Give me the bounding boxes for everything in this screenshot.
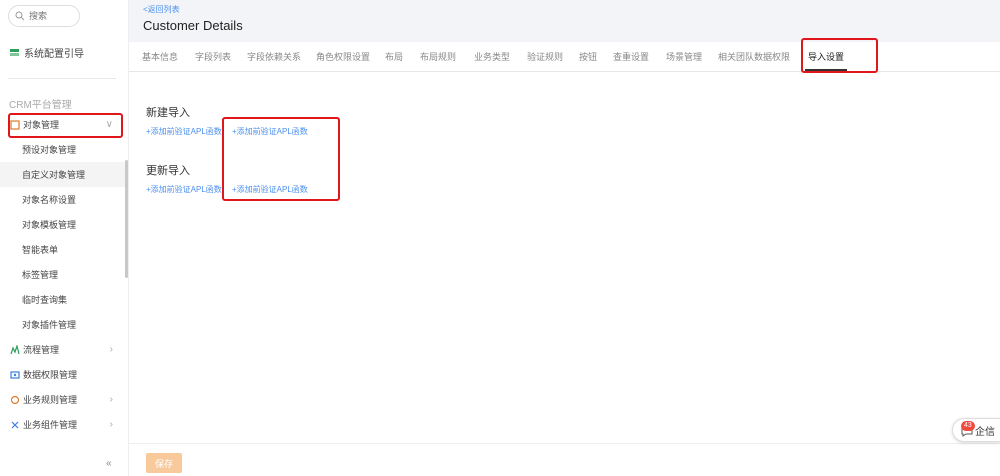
sidebar: 系统配置引导 CRM平台管理 对象管理 ∨ 预设对象管理 自定义对象管理 对象名… xyxy=(0,0,129,476)
tab-field-dependencies[interactable]: 字段依赖关系 xyxy=(247,52,302,62)
sidebar-scrollbar[interactable] xyxy=(125,160,128,278)
tab-scene-management[interactable]: 场景管理 xyxy=(666,52,703,62)
sidebar-nav: 对象管理 ∨ 预设对象管理 自定义对象管理 对象名称设置 对象模板管理 智能表单… xyxy=(0,112,125,437)
sidebar-item-object-templates[interactable]: 对象模板管理 xyxy=(0,212,125,237)
sidebar-item-object-plugins[interactable]: 对象插件管理 xyxy=(0,312,125,337)
sidebar-item-label: 业务组件管理 xyxy=(23,420,78,430)
page-footer: 保存 xyxy=(129,443,1000,476)
chat-unread-badge: 43 xyxy=(961,421,975,431)
sidebar-item-business-rules[interactable]: 业务规则管理 › xyxy=(0,387,125,412)
update-import-heading: 更新导入 xyxy=(146,165,190,177)
tab-role-permissions[interactable]: 角色权限设置 xyxy=(316,52,371,62)
chevron-down-icon: ∨ xyxy=(105,119,113,130)
sidebar-item-data-permissions[interactable]: 数据权限管理 xyxy=(0,362,125,387)
tab-layout[interactable]: 布局 xyxy=(385,52,404,62)
tab-bar: 基本信息 字段列表 字段依赖关系 角色权限设置 布局 布局规则 业务类型 验证规… xyxy=(129,42,1000,72)
sidebar-item-preset-objects[interactable]: 预设对象管理 xyxy=(0,137,125,162)
sidebar-item-label: 对象插件管理 xyxy=(22,320,77,330)
sidebar-item-label: 流程管理 xyxy=(23,345,60,355)
sidebar-item-label: 临时查询集 xyxy=(22,295,68,305)
system-config-guide[interactable]: 系统配置引导 xyxy=(9,45,84,60)
chevron-right-icon: › xyxy=(109,344,113,355)
sidebar-item-object-names[interactable]: 对象名称设置 xyxy=(0,187,125,212)
new-import-add-post-apl-link[interactable]: +添加前验证APL函数 xyxy=(232,127,308,136)
sidebar-item-label: 数据权限管理 xyxy=(23,370,78,380)
permission-icon xyxy=(10,370,20,380)
chevron-right-icon: › xyxy=(109,419,113,430)
new-import-add-pre-apl-link[interactable]: +添加前验证APL函数 xyxy=(146,127,222,136)
sidebar-item-label: 对象名称设置 xyxy=(22,195,77,205)
page-header: <返回列表 Customer Details xyxy=(129,0,1000,42)
update-import-add-pre-apl-link[interactable]: +添加前验证APL函数 xyxy=(146,185,222,194)
system-config-guide-label: 系统配置引导 xyxy=(24,49,84,60)
update-import-add-post-apl-link[interactable]: +添加前验证APL函数 xyxy=(232,185,308,194)
object-icon xyxy=(10,119,20,130)
sidebar-item-label: 智能表单 xyxy=(22,245,59,255)
sidebar-item-label: 预设对象管理 xyxy=(22,145,77,155)
sidebar-item-custom-objects[interactable]: 自定义对象管理 xyxy=(0,162,125,187)
tab-team-data-permissions[interactable]: 相关团队数据权限 xyxy=(718,52,791,62)
import-settings-panel: 新建导入 +添加前验证APL函数 +添加前验证APL函数 更新导入 +添加前验证… xyxy=(129,73,1000,443)
sidebar-item-label: 业务规则管理 xyxy=(23,395,78,405)
sidebar-item-label: 标签管理 xyxy=(22,270,59,280)
collapse-sidebar-button[interactable]: « xyxy=(106,458,112,469)
tab-import-settings[interactable]: 导入设置 xyxy=(808,52,845,62)
search-input[interactable] xyxy=(29,11,73,21)
divider xyxy=(8,78,116,79)
search-box[interactable] xyxy=(8,5,80,27)
sidebar-item-smart-forms[interactable]: 智能表单 xyxy=(0,237,125,262)
process-icon xyxy=(10,344,20,355)
back-to-list-link[interactable]: <返回列表 xyxy=(143,5,180,14)
chat-widget[interactable]: 43 企信 xyxy=(952,418,1000,442)
page-title: Customer Details xyxy=(143,18,243,33)
tab-buttons[interactable]: 按钮 xyxy=(579,52,598,62)
chevron-right-icon: › xyxy=(109,394,113,405)
new-import-heading: 新建导入 xyxy=(146,107,190,119)
chat-label: 企信 xyxy=(975,426,995,438)
search-icon xyxy=(15,11,25,21)
section-title: CRM平台管理 xyxy=(9,100,72,111)
tab-validation-rules[interactable]: 验证规则 xyxy=(527,52,564,62)
tab-layout-rules[interactable]: 布局规则 xyxy=(420,52,457,62)
sidebar-item-object-management[interactable]: 对象管理 ∨ xyxy=(0,112,125,137)
active-tab-indicator xyxy=(805,69,847,71)
sidebar-item-label: 自定义对象管理 xyxy=(22,170,86,180)
tab-field-list[interactable]: 字段列表 xyxy=(195,52,232,62)
sidebar-item-label: 对象管理 xyxy=(23,120,60,130)
component-icon xyxy=(10,420,20,430)
sidebar-item-tags[interactable]: 标签管理 xyxy=(0,262,125,287)
guide-icon xyxy=(10,49,19,56)
rules-icon xyxy=(10,395,20,405)
tab-basic-info[interactable]: 基本信息 xyxy=(142,52,179,62)
sidebar-item-business-components[interactable]: 业务组件管理 › xyxy=(0,412,125,437)
sidebar-item-process-management[interactable]: 流程管理 › xyxy=(0,337,125,362)
save-button[interactable]: 保存 xyxy=(146,453,182,473)
sidebar-item-temp-query[interactable]: 临时查询集 xyxy=(0,287,125,312)
tab-business-types[interactable]: 业务类型 xyxy=(474,52,511,62)
sidebar-item-label: 对象模板管理 xyxy=(22,220,77,230)
tab-dedupe-settings[interactable]: 查重设置 xyxy=(613,52,650,62)
